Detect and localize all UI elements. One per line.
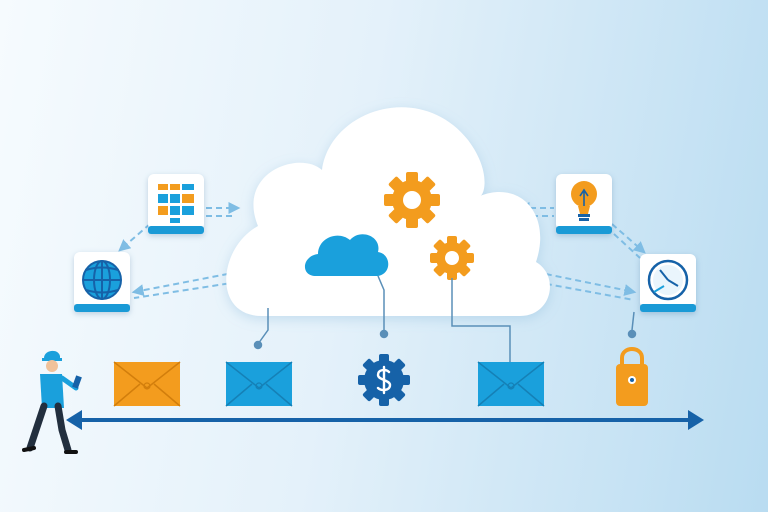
padlock-icon [616,347,648,406]
dollar-gear[interactable] [358,354,410,406]
lightbulb-tile[interactable] [556,174,612,234]
small-gear-icon [430,236,474,280]
envelope-icon [114,362,180,406]
small-cloud-icon [304,234,389,276]
connector-bulb-to-clock-2 [613,233,641,259]
envelope-icon [478,362,544,406]
solid-connectors [253,275,637,362]
padlock[interactable] [616,347,648,406]
connector-cloud-to-clock-2 [535,281,635,301]
large-gear-icon [384,172,440,228]
connector-cloud-to-globe [131,271,239,297]
dashboard-tile[interactable] [148,174,204,234]
connector-grid-to-globe [118,223,151,252]
connector-cloud-to-globe-2 [133,281,239,299]
clock-icon [647,259,689,301]
timeline-double-arrow-icon [66,410,704,430]
connector-cloud-to-envelope-2 [257,308,269,345]
envelope-icon [226,362,292,406]
envelope-2[interactable] [225,361,293,407]
clock-tile[interactable] [640,254,696,312]
person-with-tablet-icon [22,350,82,454]
connector-small-cloud-to-dollar [377,275,385,330]
envelope-1[interactable] [113,361,181,407]
grid-dashboard-icon [158,184,194,223]
main-cloud [226,107,550,316]
connector-cloud-to-clock [535,271,637,296]
connector-to-padlock [631,311,635,331]
globe-tile[interactable] [74,252,130,312]
lightbulb-icon [571,181,597,221]
globe-icon [82,260,122,300]
envelope-3[interactable] [477,361,545,407]
connector-gear-to-envelope-3 [451,278,511,362]
connector-bulb-to-clock [611,223,646,254]
